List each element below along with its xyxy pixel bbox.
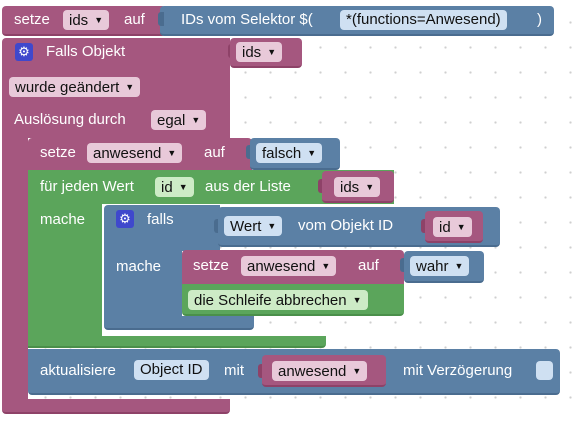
delay-checkbox[interactable] xyxy=(536,361,553,380)
trigger-dropdown[interactable]: egal▼ xyxy=(151,110,207,130)
falls-label: falls xyxy=(147,211,174,228)
auf-label: auf xyxy=(204,144,225,161)
gear-icon[interactable]: ⚙ xyxy=(15,43,33,61)
dropdown-arrow-icon: ▼ xyxy=(191,115,201,125)
dropdown-arrow-icon: ▼ xyxy=(267,221,277,231)
var-dropdown-anwesend[interactable]: anwesend▼ xyxy=(87,143,183,163)
aus-der-liste-label: aus der Liste xyxy=(205,178,291,195)
input-notch xyxy=(158,12,164,26)
condition-dropdown[interactable]: wurde geändert▼ xyxy=(9,77,141,97)
var-dropdown-anwesend[interactable]: anwesend▼ xyxy=(241,256,337,276)
foreach-footer xyxy=(28,336,326,348)
break-loop-dropdown[interactable]: die Schleife abbrechen▼ xyxy=(188,290,368,310)
mache-label: mache xyxy=(40,211,86,228)
var-dropdown-ids[interactable]: ids▼ xyxy=(334,177,381,197)
dropdown-arrow-icon: ▼ xyxy=(365,182,375,192)
falls-objekt-label: Falls Objekt xyxy=(46,43,126,60)
input-notch xyxy=(318,179,324,193)
if-spine xyxy=(104,250,182,318)
selector-label: IDs vom Selektor $( xyxy=(181,11,313,28)
dropdown-arrow-icon: ▼ xyxy=(267,47,277,57)
selector-pattern-field[interactable]: *(functions=Anwesend) xyxy=(340,10,507,30)
selector-close-paren: ) xyxy=(537,11,542,28)
setze-label: setze xyxy=(14,11,50,28)
auf-label: auf xyxy=(124,11,145,28)
boolean-dropdown-wahr[interactable]: wahr▼ xyxy=(410,256,470,276)
auf-label: auf xyxy=(358,257,379,274)
foreach-label: für jeden Wert xyxy=(40,178,134,195)
falls-objekt-spine xyxy=(2,138,28,400)
dropdown-arrow-icon: ▼ xyxy=(454,261,464,271)
boolean-dropdown-falsch[interactable]: falsch▼ xyxy=(256,143,323,163)
dropdown-arrow-icon: ▼ xyxy=(456,222,466,232)
setze-label: setze xyxy=(40,144,76,161)
dropdown-arrow-icon: ▼ xyxy=(352,295,362,305)
falls-objekt-footer xyxy=(2,399,230,414)
ausloesung-label: Auslösung durch xyxy=(14,111,126,128)
input-notch xyxy=(258,364,264,378)
var-dropdown-ids[interactable]: ids▼ xyxy=(63,10,110,30)
wert-dropdown[interactable]: Wert▼ xyxy=(224,216,283,236)
var-dropdown-id[interactable]: id▼ xyxy=(433,217,472,237)
input-notch xyxy=(246,145,252,159)
dropdown-arrow-icon: ▼ xyxy=(178,182,188,192)
dropdown-arrow-icon: ▼ xyxy=(94,15,104,25)
dropdown-arrow-icon: ▼ xyxy=(321,261,331,271)
dropdown-arrow-icon: ▼ xyxy=(167,148,177,158)
vom-objekt-id-label: vom Objekt ID xyxy=(298,217,394,234)
dropdown-arrow-icon: ▼ xyxy=(352,366,362,376)
dropdown-arrow-icon: ▼ xyxy=(307,148,317,158)
var-dropdown-ids[interactable]: ids▼ xyxy=(236,42,283,62)
input-notch xyxy=(421,219,427,233)
input-notch xyxy=(214,219,220,233)
mit-label: mit xyxy=(224,362,244,379)
var-dropdown-anwesend[interactable]: anwesend▼ xyxy=(272,361,368,381)
mit-verzoegerung-label: mit Verzögerung xyxy=(403,362,513,379)
gear-icon[interactable]: ⚙ xyxy=(116,210,134,228)
aktualisiere-label: aktualisiere xyxy=(40,362,116,379)
dropdown-arrow-icon: ▼ xyxy=(125,82,135,92)
setze-label: setze xyxy=(193,257,229,274)
input-notch xyxy=(400,258,406,272)
object-id-field[interactable]: Object ID xyxy=(134,360,209,380)
mache-label: mache xyxy=(116,258,162,275)
if-footer xyxy=(104,316,254,330)
foreach-spine xyxy=(28,204,102,338)
loop-var-dropdown[interactable]: id▼ xyxy=(155,177,194,197)
